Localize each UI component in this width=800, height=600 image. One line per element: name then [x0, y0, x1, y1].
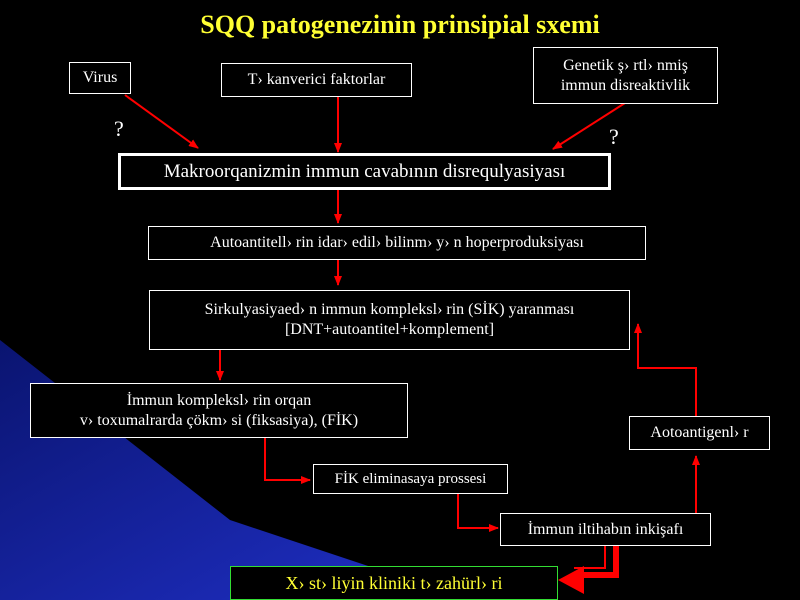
arrow-autoantigen-to-sik [634, 323, 697, 416]
node-clinical-label: X› st› liyin kliniki t› zahürl› ri [285, 573, 503, 593]
node-autoantigen-label: Aotoantigenl› r [650, 424, 749, 441]
node-virus: Virus [69, 62, 131, 94]
node-genetic: Genetik ş› rtl› nmiş immun disreaktivlik [533, 47, 718, 104]
node-fik-line-2: v› toxumalrarda çökm› si (fiksasiya), (F… [79, 411, 359, 429]
node-autoantibody-label: Autoantitell› rin idar› edil› bilinm› y›… [210, 234, 584, 251]
diagram-title: SQQ patogenezinin prinsipial sxemi [200, 10, 600, 39]
node-fik-line-1: İmmun kompleksl› rin orqan [126, 391, 312, 409]
node-clinical: X› st› liyin kliniki t› zahürl› ri [230, 566, 558, 600]
node-factors-label: T› kanverici faktorlar [247, 71, 386, 88]
arrow-inflammation-to-clinical-line [574, 546, 606, 569]
node-elimination-label: FİK eliminasaya prossesi [334, 471, 487, 487]
node-virus-label: Virus [82, 69, 118, 86]
node-inflammation-label: İmmun iltihabın inkişafı [527, 520, 684, 538]
blue-wedge-shape [0, 340, 470, 600]
node-autoantibody: Autoantitell› rin idar› edil› bilinm› y›… [148, 226, 646, 260]
node-factors: T› kanverici faktorlar [221, 63, 412, 97]
arrow-virus-to-macro [124, 94, 199, 149]
node-autoantigen: Aotoantigenl› r [629, 416, 770, 450]
node-sik-line-2: [DNT+autoantitel+komplement] [284, 321, 495, 338]
node-macro: Makroorqanizmin immun cavabının disrequl… [118, 153, 611, 190]
node-fik: İmmun kompleksl› rin orqan v› toxumalrar… [30, 383, 408, 438]
node-sik: Sirkulyasiyaed› n immun kompleksl› rin (… [149, 290, 630, 350]
node-inflammation: İmmun iltihabın inkişafı [500, 513, 711, 546]
thick-arrow-to-clinical [583, 546, 619, 578]
node-macro-label: Makroorqanizmin immun cavabının disrequl… [163, 160, 566, 182]
node-genetic-line-2: immun disreaktivlik [560, 76, 691, 94]
arrow-elimination-to-inflammation [457, 494, 499, 532]
question-mark-right: ? [609, 124, 619, 149]
arrow-genetic-to-macro [552, 102, 626, 150]
node-elimination: FİK eliminasaya prossesi [313, 464, 508, 494]
thick-arrow-head [558, 566, 584, 594]
arrow-fik-to-elimination [264, 438, 311, 484]
question-mark-left: ? [114, 116, 124, 141]
node-genetic-line-1: Genetik ş› rtl› nmiş [563, 56, 688, 74]
node-sik-line-1: Sirkulyasiyaed› n immun kompleksl› rin (… [204, 301, 575, 318]
